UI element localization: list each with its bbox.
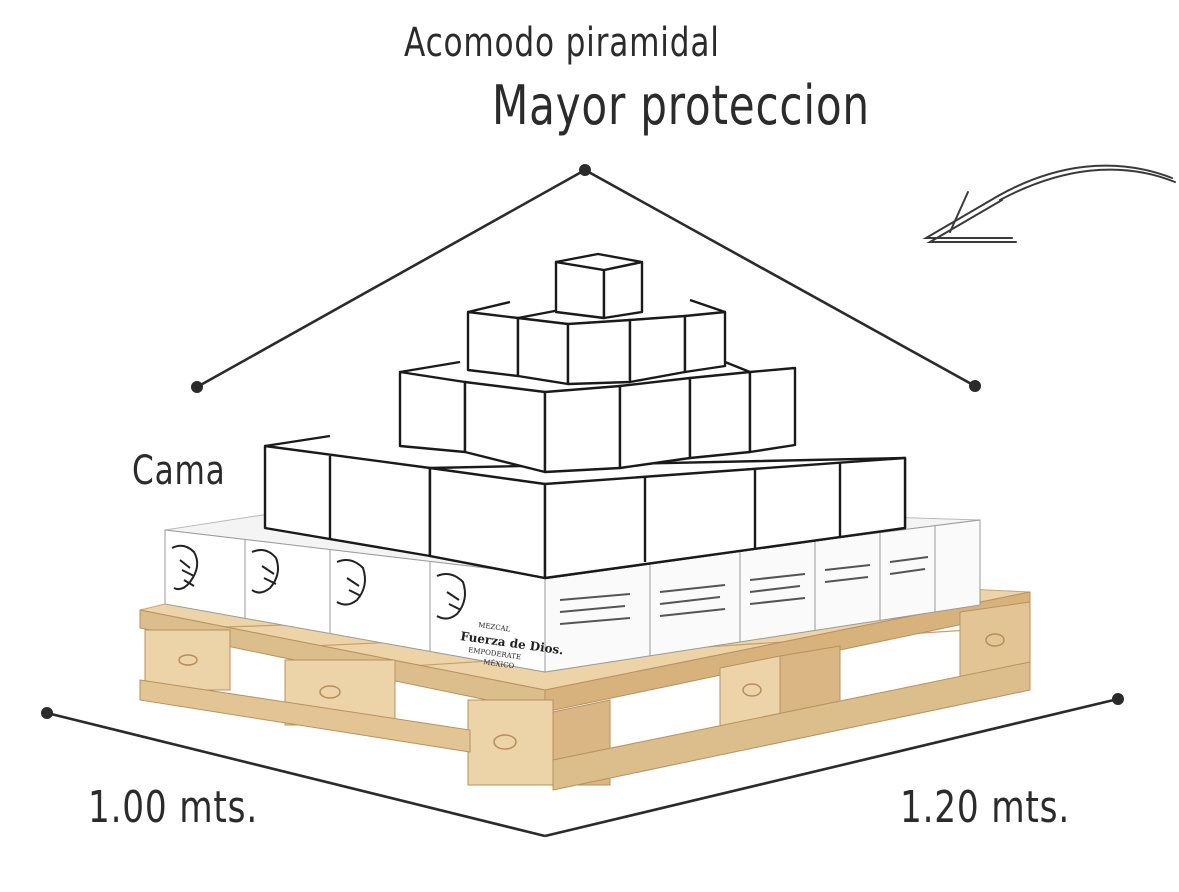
depth-dimension-label: 1.00 mts.	[88, 782, 259, 833]
diagram-title: Acomodo piramidal	[404, 20, 720, 66]
layer-label: Cama	[132, 448, 226, 494]
hand-drawn-arrow-icon	[922, 164, 1176, 243]
diagram-subtitle: Mayor proteccion	[492, 74, 870, 137]
box-origin: MÉXICO	[483, 657, 515, 670]
pyramid-wireframe	[263, 252, 907, 580]
width-dimension-label: 1.20 mts.	[900, 782, 1071, 833]
annotation-dots	[41, 164, 1124, 719]
annotation-lines	[46, 168, 1119, 838]
eagle-artwork-icon	[171, 544, 466, 620]
label-text-lines	[559, 556, 929, 625]
